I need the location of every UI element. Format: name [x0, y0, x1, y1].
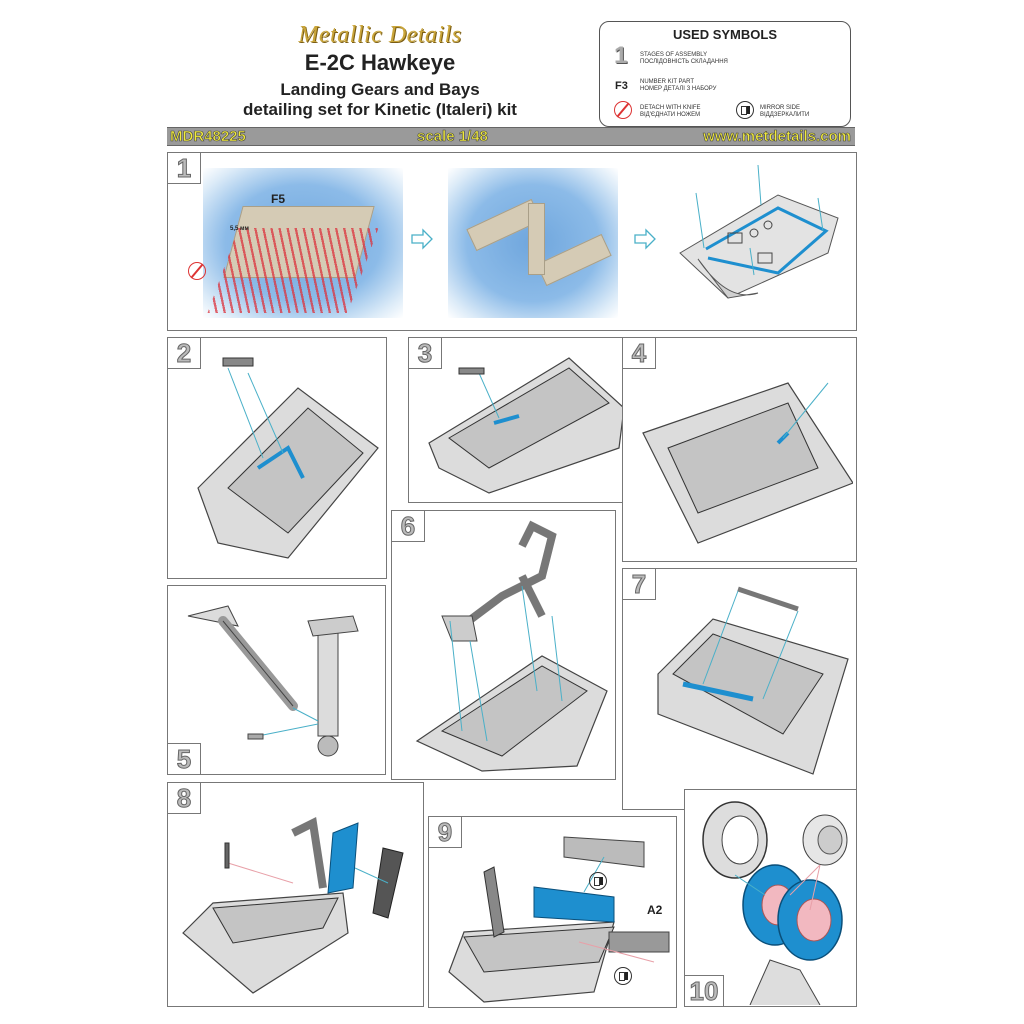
- step-7-panel: 7: [622, 568, 857, 810]
- mirror-icon: [614, 967, 632, 985]
- step-number: 2: [167, 337, 201, 369]
- used-symbols-legend: USED SYMBOLS 1 STAGES OF ASSEMBLY ПОСЛІД…: [599, 21, 851, 127]
- legend-knife-ua: ВІД'ЄДНАТИ НОЖЕМ: [640, 112, 701, 118]
- step-9-panel: 9 A2: [428, 816, 677, 1008]
- photo-trimmed-part: [448, 168, 618, 318]
- subtitle-line-1: Landing Gears and Bays: [280, 80, 480, 99]
- stage-number-icon: 1: [614, 42, 628, 69]
- bay-assembly-drawing: [182, 816, 404, 994]
- gear-installation-drawing: [415, 520, 608, 772]
- legend-knife-text: DETACH WITH KNIFE ВІД'ЄДНАТИ НОЖЕМ: [640, 105, 701, 119]
- step-number: 9: [428, 816, 462, 848]
- product-code: MDR48225: [170, 128, 246, 146]
- part-label-f5: F5: [271, 192, 286, 206]
- legend-mirror-text: MIRROR SIDE ВІДДЗЕРКАЛИТИ: [760, 105, 809, 119]
- part-label-a2: A2: [647, 903, 663, 917]
- bay-drawing: [197, 357, 379, 559]
- legend-stage-ua: ПОСЛІДОВНІСТЬ СКЛАДАННЯ: [640, 59, 728, 65]
- dimension-label: 5,5 мм: [230, 226, 249, 232]
- cut-area: [207, 228, 379, 313]
- step-number: 6: [391, 510, 425, 542]
- main-gear-strut-drawing: [187, 605, 359, 757]
- step-6-panel: 6: [391, 510, 616, 780]
- mirror-icon: [589, 872, 607, 890]
- step-10-panel: 10: [684, 789, 857, 1007]
- legend-mirror-ua: ВІДДЗЕРКАЛИТИ: [760, 112, 810, 118]
- step-number: 4: [622, 337, 656, 369]
- bay-panel-drawing: [448, 836, 670, 1003]
- step-number: 3: [408, 337, 442, 369]
- legend-knife-en: DETACH WITH KNIFE: [640, 105, 701, 111]
- page-title: E-2C Hawkeye: [304, 50, 456, 75]
- step-number: 10: [684, 975, 724, 1007]
- mirror-icon: [736, 101, 754, 119]
- step-3-panel: 3: [408, 337, 633, 503]
- step-number: 7: [622, 568, 656, 600]
- bay-drawing: [428, 357, 625, 494]
- step-number: 8: [167, 782, 201, 814]
- step-4-panel: 4: [622, 337, 857, 562]
- bay-drawing: [642, 382, 853, 544]
- knife-icon: [614, 101, 632, 119]
- knife-icon: [188, 262, 206, 280]
- legend-stage-text: STAGES OF ASSEMBLY ПОСЛІДОВНІСТЬ СКЛАДАН…: [640, 52, 728, 66]
- step-2-panel: 2: [167, 337, 387, 579]
- step-number: 1: [167, 152, 201, 184]
- step-1-panel: 1 F5 5,5 мм: [167, 152, 857, 331]
- arrow-right-icon: [634, 228, 656, 250]
- trimmed-part-right: [536, 233, 612, 287]
- legend-part-en: NUMBER KIT PART: [640, 79, 695, 85]
- subtitle-line-2: detailing set for Kinetic (Italeri) kit: [243, 100, 517, 119]
- legend-mirror-en: MIRROR SIDE: [760, 105, 801, 111]
- legend-part-text: NUMBER KIT PART НОМЕР ДЕТАЛІ З НАБОРУ: [640, 79, 716, 93]
- step-number: 5: [167, 743, 201, 775]
- info-banner: MDR48225 scale 1/48 www.metdetails.com: [167, 127, 855, 146]
- step-8-panel: 8: [167, 782, 424, 1007]
- brand-logo: Metallic Details: [298, 22, 462, 48]
- bay-floor-drawing: [679, 164, 839, 299]
- wheels-drawing: [702, 801, 848, 1005]
- website-link[interactable]: www.metdetails.com: [703, 128, 851, 146]
- step-5-panel: 5: [167, 585, 386, 775]
- trimmed-part-center: [528, 203, 545, 275]
- bay-drawing: [657, 586, 849, 775]
- arrow-right-icon: [411, 228, 433, 250]
- scale-label: scale 1/48: [417, 128, 489, 146]
- photo-original-part: F5 5,5 мм: [203, 168, 403, 318]
- page-subtitle: Landing Gears and Bays detailing set for…: [160, 80, 600, 120]
- legend-heading: USED SYMBOLS: [672, 27, 777, 42]
- legend-part-ua: НОМЕР ДЕТАЛІ З НАБОРУ: [640, 86, 717, 92]
- legend-stage-en: STAGES OF ASSEMBLY: [640, 52, 708, 58]
- part-number-icon: F3: [615, 80, 628, 92]
